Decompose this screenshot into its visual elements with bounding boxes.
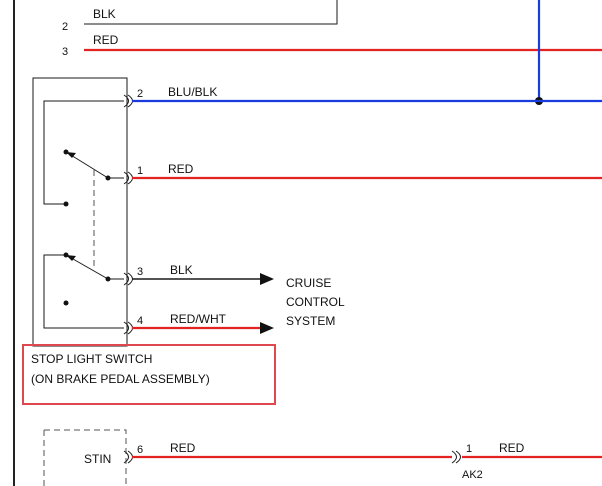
switch-pin-2: 2 xyxy=(137,88,143,100)
ak2-wire-label: RED xyxy=(499,441,525,455)
switch-internal-wire-3-left xyxy=(43,254,124,329)
wire-red-pin-1-label: RED xyxy=(168,162,194,176)
switch-pin-1: 1 xyxy=(137,165,143,177)
switch-contact-dot xyxy=(63,300,69,306)
top-wire-blk-label: BLK xyxy=(93,7,116,21)
cruise-label-line-1: CRUISE xyxy=(286,276,331,290)
switch-internal-wire-2 xyxy=(43,100,124,205)
switch-lever-arrow xyxy=(66,152,76,158)
top-wire-red-label: RED xyxy=(93,33,119,47)
top-pin-3: 3 xyxy=(62,46,68,58)
wire-red-wht-arrow xyxy=(260,322,274,334)
switch-contact-dot xyxy=(63,201,69,207)
cruise-label-line-2: CONTROL xyxy=(286,295,345,309)
switch-connector-pin-3 xyxy=(123,272,133,286)
switch-label-callout xyxy=(22,344,276,405)
switch-lever-arrow xyxy=(66,255,76,261)
ak2-pin-1: 1 xyxy=(466,443,472,455)
top-pin-2: 2 xyxy=(62,21,68,33)
stin-label: STIN xyxy=(84,452,111,466)
wire-blk-arrow xyxy=(260,273,274,285)
ak2-connector xyxy=(451,450,461,464)
ak2-label: AK2 xyxy=(462,469,483,481)
switch-connector-pin-4 xyxy=(123,321,133,335)
switch-label-line-1: STOP LIGHT SWITCH xyxy=(31,352,152,366)
switch-connector-pin-1 xyxy=(123,171,133,185)
stin-pin-6: 6 xyxy=(137,444,143,456)
switch-pin-4: 4 xyxy=(137,315,143,327)
wire-blk-pin-3-label: BLK xyxy=(170,263,193,277)
switch-body xyxy=(32,77,128,347)
switch-connector-pin-2 xyxy=(123,94,133,108)
cruise-label-line-3: SYSTEM xyxy=(286,314,335,328)
top-box-outline xyxy=(84,0,338,25)
stin-box xyxy=(43,429,127,486)
switch-pin-3: 3 xyxy=(137,266,143,278)
wire-red-wht-label: RED/WHT xyxy=(170,312,227,326)
stin-connector-pin xyxy=(123,450,133,464)
wire-blu-blk-label: BLU/BLK xyxy=(168,85,217,99)
stin-red-wire-label: RED xyxy=(170,441,196,455)
switch-label-line-2: (ON BRAKE PEDAL ASSEMBLY) xyxy=(31,372,210,386)
